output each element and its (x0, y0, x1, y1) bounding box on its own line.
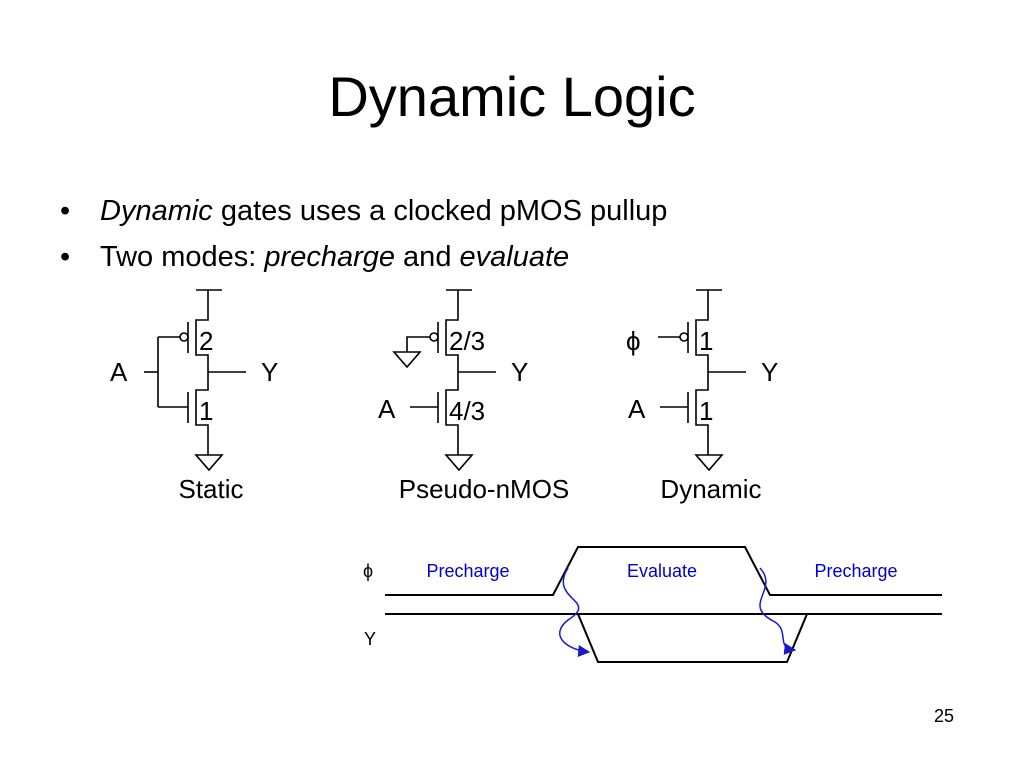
bullet-marker: • (60, 195, 71, 227)
nmos-transistor (410, 372, 459, 455)
dynamic-inverter: ϕ A Y 1 1 Dynamic (626, 289, 778, 504)
nmos-size-label: 1 (699, 396, 713, 426)
nmos-size-label: 1 (199, 396, 213, 426)
page-number: 25 (934, 706, 955, 726)
nmos-transistor (660, 372, 709, 455)
pmos-size-label: 2/3 (449, 326, 485, 356)
pseudo-nmos-inverter: A Y 2/3 4/3 Pseudo-nMOS (378, 289, 570, 504)
circuit-caption: Pseudo-nMOS (399, 474, 570, 504)
clock-signal-label: ϕ (363, 561, 373, 581)
nmos-transistor (158, 372, 209, 455)
bullet-text: Two modes: (100, 241, 265, 273)
circuit-caption: Static (178, 474, 243, 504)
pmos-size-label: 2 (199, 326, 213, 356)
ground-symbol (444, 454, 474, 472)
clock-waveform (385, 546, 942, 596)
ground-symbol (694, 454, 724, 472)
input-label: A (628, 394, 646, 424)
evaluate-causality-arrow (559, 567, 591, 657)
precharge-causality-arrow (759, 567, 797, 655)
output-waveform-low (385, 613, 942, 663)
output-label: Y (261, 357, 278, 387)
bullet-item: • Two modes: precharge and evaluate (60, 234, 667, 280)
pmos-transistor (406, 290, 459, 372)
output-signal-label: Y (364, 629, 376, 649)
pmos-transistor (158, 290, 209, 372)
phase-label-precharge: Precharge (814, 561, 897, 581)
circuit-caption: Dynamic (660, 474, 761, 504)
output-label: Y (511, 357, 528, 387)
output-label: Y (761, 357, 778, 387)
bullet-emphasis: precharge (264, 241, 395, 273)
slide-title: Dynamic Logic (328, 65, 696, 128)
bullet-text: and (395, 241, 460, 273)
ground-symbol (392, 351, 422, 369)
bullet-text: gates uses a clocked pMOS pullup (212, 195, 668, 227)
ground-symbol (194, 454, 224, 472)
pmos-transistor (658, 290, 709, 372)
bullet-emphasis: Dynamic (100, 195, 213, 227)
bullet-marker: • (60, 241, 71, 273)
phase-label-precharge: Precharge (426, 561, 509, 581)
nmos-size-label: 4/3 (449, 396, 485, 426)
static-inverter: A Y 2 1 Static (110, 289, 278, 504)
bullet-list: • Dynamic gates uses a clocked pMOS pullu… (60, 188, 667, 280)
bullet-emphasis: evaluate (459, 241, 570, 273)
bullet-item: • Dynamic gates uses a clocked pMOS pullu… (60, 188, 667, 234)
timing-diagram: ϕ Y Precharge Evaluate Precharge (363, 546, 942, 663)
input-label: A (378, 394, 396, 424)
input-label: A (110, 357, 128, 387)
phase-label-evaluate: Evaluate (627, 561, 697, 581)
clock-label: ϕ (626, 326, 641, 356)
pmos-size-label: 1 (699, 326, 713, 356)
